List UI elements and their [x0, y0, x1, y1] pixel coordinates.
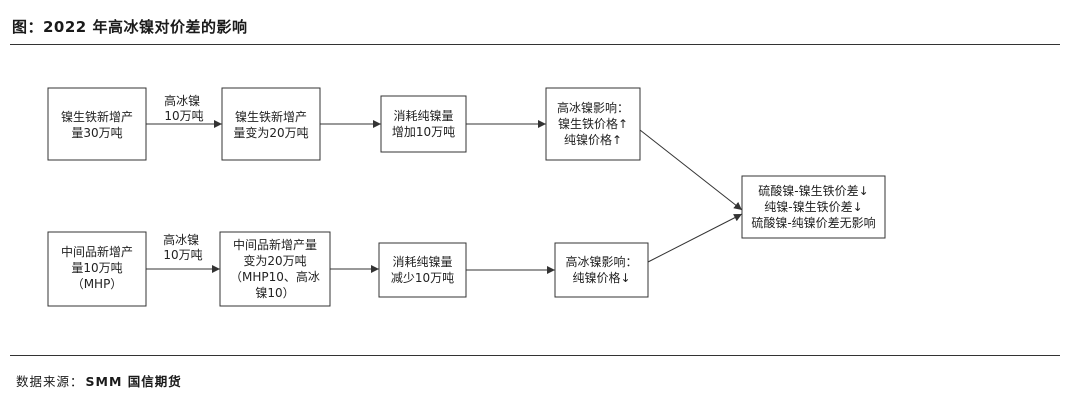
node-npi-new-capacity: 镍生铁新增产量30万吨: [47, 87, 147, 161]
svg-text:镍生铁新增产量变为20万吨: 镍生铁新增产量变为20万吨: [233, 109, 308, 140]
edge-label-bottom: 高冰镍 10万吨: [163, 232, 203, 262]
arrow-n8-n9: [647, 213, 743, 263]
svg-text:硫酸镍-镍生铁价差↓纯镍-镍生铁价差↓硫酸镍-纯镍价差无影响: 硫酸镍-镍生铁价差↓纯镍-镍生铁价差↓硫酸镍-纯镍价差无影响: [751, 183, 875, 230]
node-intermediate-new-capacity: 中间品新增产量10万吨（MHP）: [47, 231, 147, 307]
header-rule: [10, 44, 1060, 45]
svg-text:高冰镍影响：纯镍价格↓: 高冰镍影响：纯镍价格↓: [565, 254, 637, 285]
node-nickel-consumption-down: 消耗纯镍量减少10万吨: [378, 242, 467, 298]
arrow-n4-n9: [639, 129, 743, 211]
svg-text:中间品新增产量变为20万吨（MHP10、高冰镍10）: 中间品新增产量变为20万吨（MHP10、高冰镍10）: [230, 237, 320, 300]
svg-text:高冰镍影响：镍生铁价格↑纯镍价格↑: 高冰镍影响：镍生铁价格↑纯镍价格↑: [557, 100, 629, 147]
svg-text:消耗纯镍量增加10万吨: 消耗纯镍量增加10万吨: [392, 109, 455, 139]
edge-label-top: 高冰镍 10万吨: [164, 93, 204, 123]
node-intermediate-adjusted-capacity: 中间品新增产量变为20万吨（MHP10、高冰镍10）: [219, 231, 331, 307]
svg-text:消耗纯镍量减少10万吨: 消耗纯镍量减少10万吨: [391, 255, 454, 285]
node-npi-adjusted-capacity: 镍生铁新增产量变为20万吨: [221, 87, 321, 161]
figure-title: 图：2022 年高冰镍对价差的影响: [12, 18, 248, 36]
svg-text:镍生铁新增产量30万吨: 镍生铁新增产量30万吨: [61, 109, 133, 140]
footer-rule: [10, 355, 1060, 356]
node-nickel-consumption-up: 消耗纯镍量增加10万吨: [380, 95, 467, 153]
node-spread-result: 硫酸镍-镍生铁价差↓纯镍-镍生铁价差↓硫酸镍-纯镍价差无影响: [741, 175, 886, 239]
data-source: 数据来源：SMM 国信期货: [16, 371, 182, 390]
source-value: SMM 国信期货: [85, 374, 182, 389]
svg-text:中间品新增产量10万吨（MHP）: 中间品新增产量10万吨（MHP）: [61, 244, 133, 291]
node-high-matte-impact-bottom: 高冰镍影响：纯镍价格↓: [554, 242, 649, 298]
node-high-matte-impact-top: 高冰镍影响：镍生铁价格↑纯镍价格↑: [545, 87, 641, 161]
source-label: 数据来源：: [16, 374, 84, 389]
